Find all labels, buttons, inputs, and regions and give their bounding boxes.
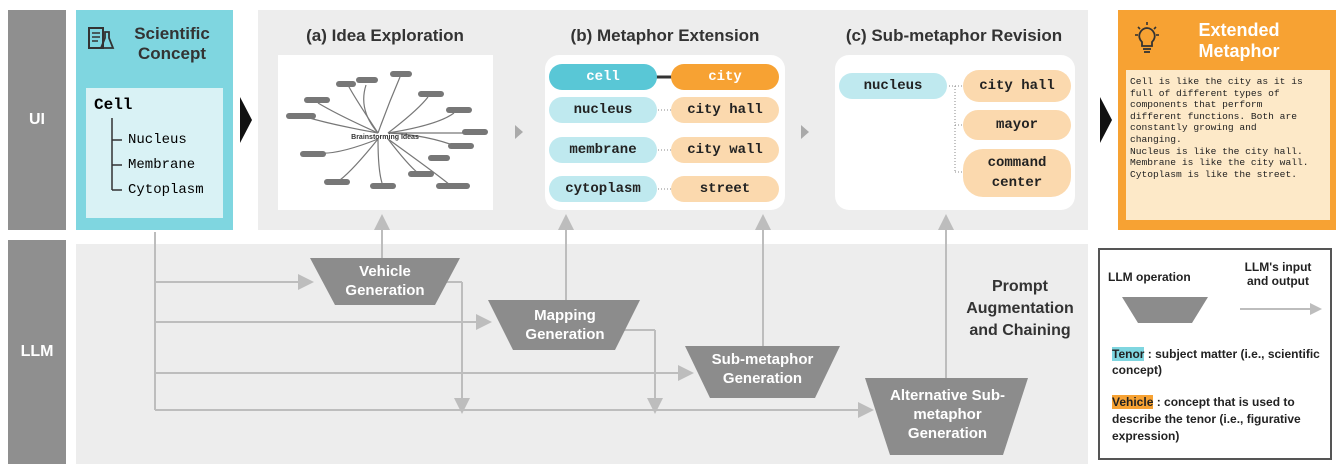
metaphor-extension-card: cell city nucleus city hall membrane cit…	[545, 55, 785, 210]
legend-arrow-icon	[1240, 303, 1322, 315]
flow-arrow-icon	[240, 97, 252, 143]
lightbulb-icon	[1132, 22, 1162, 56]
metaphor-line: Cell is like the city as it is	[1130, 76, 1303, 87]
concept-title: Scientific Concept	[134, 24, 210, 63]
sub-metaphor-revision-title: (c) Sub-metaphor Revision	[845, 26, 1063, 45]
concept-child: Cytoplasm	[128, 182, 204, 198]
extended-metaphor-panel: Extended Metaphor Cell is like the city …	[1118, 10, 1336, 230]
tenor-desc: : subject matter (i.e., scientific conce…	[1112, 347, 1320, 377]
alternative-submetaphor-op	[865, 378, 1028, 455]
vehicle-pill[interactable]: city wall	[671, 137, 779, 163]
small-arrow-icon	[515, 125, 523, 139]
vehicle-desc: : concept that is used to describe the t…	[1112, 395, 1301, 443]
llm-sidebar-label: LLM	[8, 240, 66, 464]
metaphor-line: changing.	[1130, 133, 1182, 145]
tenor-pill[interactable]: nucleus	[839, 73, 947, 99]
pair-connectors	[655, 75, 673, 190]
submetaphor-generation-op	[685, 346, 840, 398]
alternative-submetaphor-label: Alternative Sub-metaphor Generation	[889, 387, 1006, 442]
legend-io-label: LLM's input and output	[1244, 260, 1312, 288]
tenor-pill[interactable]: cytoplasm	[549, 176, 657, 202]
mapping-generation-op	[488, 300, 640, 350]
idea-exploration-title: (a) Idea Exploration	[306, 26, 464, 45]
vehicle-pill[interactable]: street	[671, 176, 779, 202]
legend-op-shape	[1122, 297, 1208, 323]
tenor-key: Tenor	[1112, 347, 1145, 361]
tenor-pill-cell[interactable]: cell	[549, 64, 657, 90]
vehicle-generation-label: Vehicle Generation	[345, 263, 425, 299]
concept-child: Nucleus	[128, 132, 187, 148]
metaphor-line: constantly growing and	[1130, 122, 1257, 134]
vehicle-pill-city[interactable]: city	[671, 64, 779, 90]
metaphor-line: Nucleus is like the city hall.	[1130, 145, 1303, 157]
metaphor-line: Cytoplasm is like the street.	[1130, 168, 1297, 180]
metaphor-line: different functions. Both are	[1130, 110, 1297, 122]
tenor-pill[interactable]: membrane	[549, 137, 657, 163]
legend-vehicle: Vehicle : concept that is used to descri…	[1112, 394, 1327, 445]
vehicle-option-pill[interactable]: city hall	[963, 70, 1071, 102]
metaphor-line: components that perform	[1130, 99, 1263, 111]
mapping-generation-label: Mapping Generation	[525, 307, 605, 343]
mindmap-canvas[interactable]: Brainstorming Ideas	[278, 55, 493, 210]
scientific-concept-panel: Scientific Concept Cell Nucleus Membrane…	[76, 10, 233, 230]
metaphor-line: full of different types of	[1130, 87, 1280, 99]
flow-arrow-icon	[1100, 97, 1112, 143]
small-arrow-icon	[801, 125, 809, 139]
vehicle-option-pill[interactable]: command center	[963, 149, 1071, 197]
legend-tenor: Tenor : subject matter (i.e., scientific…	[1112, 346, 1327, 378]
vehicle-generation-op	[310, 258, 460, 305]
sub-metaphor-revision-card: nucleus city hall mayor command center	[835, 55, 1075, 210]
legend-box: LLM operation LLM's input and output Ten…	[1098, 248, 1332, 460]
concept-child: Membrane	[128, 157, 196, 173]
prompt-augmentation-label: Prompt Augmentation and Chaining	[966, 278, 1074, 339]
tenor-pill[interactable]: nucleus	[549, 97, 657, 123]
extended-metaphor-text: Cell is like the city as it is full of d…	[1126, 70, 1330, 220]
vehicle-option-pill[interactable]: mayor	[963, 110, 1071, 140]
concept-tree: Cell Nucleus Membrane Cytoplasm	[86, 88, 223, 218]
vehicle-pill[interactable]: city hall	[671, 97, 779, 123]
metaphor-extension-title: (b) Metaphor Extension	[570, 26, 760, 45]
tree-connectors	[111, 118, 122, 191]
vehicle-key: Vehicle	[1112, 395, 1154, 409]
book-icon	[86, 24, 116, 54]
mindmap-graph: Brainstorming Ideas	[286, 71, 488, 189]
revision-connectors	[949, 85, 963, 173]
concept-root: Cell	[94, 96, 133, 114]
submetaphor-generation-label: Sub-metaphor Generation	[711, 351, 814, 387]
extended-metaphor-title: Extended Metaphor	[1198, 20, 1280, 61]
legend-op-label: LLM operation	[1108, 270, 1191, 284]
mindmap-center-label: Brainstorming Ideas	[351, 134, 419, 141]
metaphor-line: Membrane is like the city wall.	[1130, 157, 1309, 169]
ui-sidebar-label: UI	[8, 10, 66, 230]
